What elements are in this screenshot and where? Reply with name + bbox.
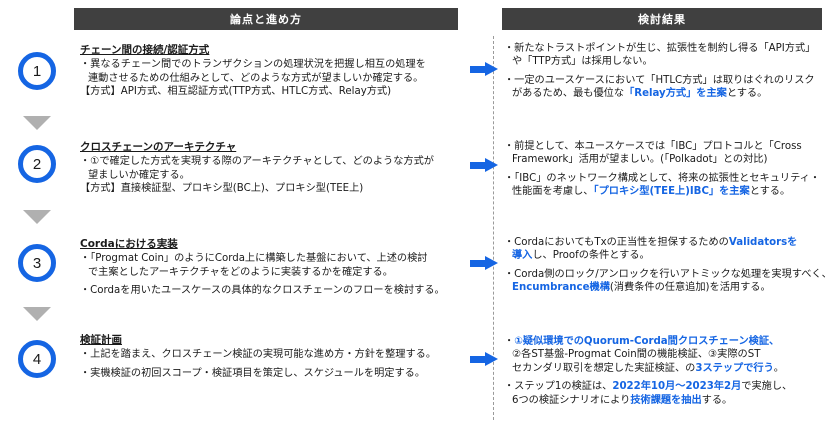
- result-text: ②各ST基盤-Progmat Coin間の機能検証、③実際のST: [512, 349, 761, 361]
- step-text-line: 連動させるための仕組みとして、どのような方式が望ましいか確定する。: [88, 72, 424, 84]
- section-header-right: 検討結果: [502, 8, 822, 30]
- result-text: で実施し、: [741, 381, 793, 393]
- result-text: ・Corda側のロック/アンロックを行いアトミックな処理を実現すべく、: [504, 268, 829, 280]
- step-text-line: ・①で確定した方式を実現する際のアーキテクチャとして、どのような方式が: [80, 156, 434, 168]
- result-text: ・CordaにおいてもTxの正当性を担保するための: [504, 237, 729, 248]
- result-bullet: ・Corda側のロック/アンロックを行いアトミックな処理を実現すべく、 Encum…: [504, 268, 829, 295]
- highlighted-text: ①疑似環境でのQuorum-Corda間クロスチェーン検証、: [514, 336, 780, 347]
- down-arrow-icon: [23, 210, 51, 224]
- step-text-line: ・上記を踏まえ、クロスチェーン検証の実現可能な進め方・方針を整理する。: [80, 349, 437, 361]
- result-bullet: ・新たなトラストポイントが生じ、拡張性を制約し得る「API方式」や「TTP方式」…: [504, 42, 826, 69]
- step-text-line: ・「Progmat Coin」のようにCorda上に構築した基盤において、上述の…: [80, 253, 428, 265]
- result-text: ・新たなトラストポイントが生じ、拡張性を制約し得る「API方式」: [504, 43, 816, 54]
- step-text-line: ・Cordaを用いたユースケースの具体的なクロスチェーンのフローを検討する。: [80, 285, 445, 297]
- right-arrow-icon: [470, 256, 498, 270]
- result-bullet: ・①疑似環境でのQuorum-Corda間クロスチェーン検証、 ②各ST基盤-Pr…: [504, 335, 826, 375]
- highlighted-text: 「プロキシ型(TEE上)IBC」を主案: [593, 186, 750, 198]
- result-text: とする。: [726, 88, 768, 100]
- highlighted-text: Validatorsを: [728, 237, 798, 248]
- step-block-3: Cordaにおける実装 ・「Progmat Coin」のようにCorda上に構築…: [80, 238, 465, 298]
- result-text: ・ステップ1の検証は、: [504, 381, 613, 393]
- right-arrow-icon: [470, 352, 498, 366]
- result-bullet: ・CordaにおいてもTxの正当性を担保するためのValidatorsを導入し、…: [504, 236, 826, 263]
- result-text: Framework」活用が望ましい。(「Polkadot」との対比): [512, 154, 768, 166]
- highlighted-text: Encumbrance機構: [512, 282, 610, 294]
- down-arrow-icon: [23, 307, 51, 321]
- step-title: 検証計画: [80, 334, 122, 346]
- result-text: ・: [504, 336, 515, 347]
- step-number-circle: 4: [18, 340, 56, 378]
- down-arrow-icon: [23, 116, 51, 130]
- section-header-left: 論点と進め方: [74, 8, 458, 30]
- result-text: 6つの検証シナリオにより: [512, 394, 631, 406]
- result-block-4: ・①疑似環境でのQuorum-Corda間クロスチェーン検証、 ②各ST基盤-Pr…: [504, 335, 826, 407]
- result-block-1: ・新たなトラストポイントが生じ、拡張性を制約し得る「API方式」や「TTP方式」…: [504, 42, 826, 101]
- step-title: Cordaにおける実装: [80, 238, 178, 250]
- result-text: 性能面を考慮し、: [512, 186, 594, 198]
- result-text: 。: [773, 362, 784, 374]
- result-block-3: ・CordaにおいてもTxの正当性を担保するためのValidatorsを導入し、…: [504, 236, 829, 295]
- step-block-2: クロスチェーンのアーキテクチャ ・①で確定した方式を実現する際のアーキテクチャと…: [80, 141, 465, 196]
- step-title: チェーン間の接続/認証方式: [80, 44, 210, 56]
- result-text: ・「IBC」のネットワーク構成として、将来の拡張性とセキュリティ・: [504, 172, 821, 184]
- step-text-line: ・異なるチェーン間でのトランザクションの処理状況を把握し相互の処理を: [80, 59, 426, 71]
- step-text-line: 【方式】API方式、相互認証方式(TTP方式、HTLC方式、Relay方式): [80, 86, 392, 98]
- right-arrow-icon: [470, 62, 498, 76]
- highlighted-text: 技術課題を抽出: [630, 394, 702, 406]
- result-text: セカンダリ取引を想定した実証検証、の: [512, 362, 696, 374]
- right-arrow-icon: [470, 158, 498, 172]
- step-number-circle: 1: [18, 52, 56, 90]
- step-text-line: で主案としたアーキテクチャをどのように実装するかを確定する。: [88, 266, 393, 278]
- highlighted-text: 2022年10月～2023年2月: [612, 381, 742, 393]
- step-number-circle: 2: [18, 145, 56, 183]
- result-text: や「TTP方式」は採用しない。: [512, 56, 653, 68]
- result-bullet: ・ステップ1の検証は、2022年10月～2023年2月で実施し、 6つの検証シナリ…: [504, 380, 826, 407]
- column-divider: [493, 36, 494, 420]
- result-text: (消費条件の任意追加)を活用する。: [609, 282, 771, 294]
- step-title: クロスチェーンのアーキテクチャ: [80, 141, 237, 153]
- result-text: する。: [701, 394, 733, 406]
- result-text: とする。: [749, 186, 791, 198]
- result-text: ・一定のユースケースにおいて「HTLC方式」は取りはぐれのリスク: [504, 74, 815, 86]
- step-block-1: チェーン間の接続/認証方式 ・異なるチェーン間でのトランザクションの処理状況を把…: [80, 44, 465, 99]
- step-text-line: ・実機検証の初回スコープ・検証項目を策定し、スケジュールを明定する。: [80, 367, 426, 379]
- highlighted-text: 導入: [512, 250, 533, 262]
- result-text: があるため、最も優位な: [512, 88, 625, 100]
- result-bullet: ・「IBC」のネットワーク構成として、将来の拡張性とセキュリティ・性能面を考慮し…: [504, 172, 826, 199]
- result-text: し、Proofの条件とする。: [532, 250, 650, 262]
- highlighted-text: 3ステップで行う: [695, 362, 774, 374]
- highlighted-text: 「Relay方式」を主案: [624, 88, 727, 100]
- result-text: ・前提として、本ユースケースでは「IBC」プロトコルと「Cross: [504, 141, 802, 152]
- step-number-circle: 3: [18, 244, 56, 282]
- step-block-4: 検証計画 ・上記を踏まえ、クロスチェーン検証の実現可能な進め方・方針を整理する。…: [80, 334, 465, 380]
- result-bullet: ・一定のユースケースにおいて「HTLC方式」は取りはぐれのリスクがあるため、最も…: [504, 74, 826, 101]
- step-text-line: 望ましいか確定する。: [88, 169, 190, 181]
- step-text-line: 【方式】直接検証型、プロキシ型(BC上)、プロキシ型(TEE上): [80, 183, 364, 195]
